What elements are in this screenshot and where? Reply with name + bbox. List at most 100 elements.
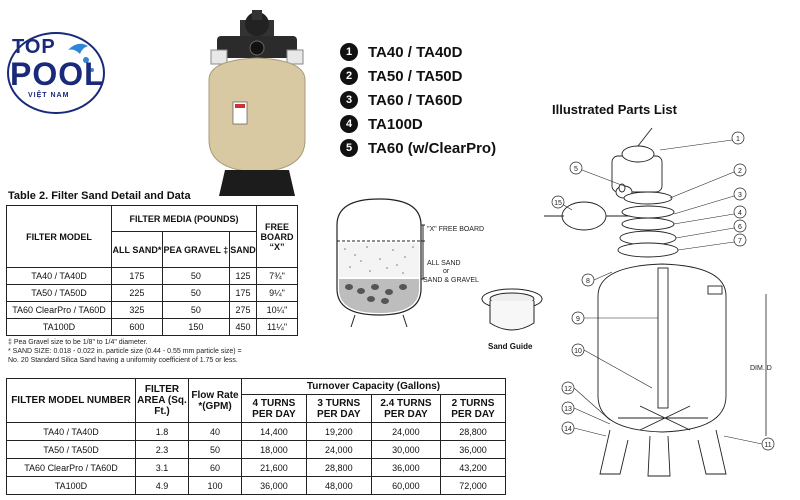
cell: 100 xyxy=(188,476,242,495)
cell: 40 xyxy=(188,422,242,441)
col-header-pea-gravel: PEA GRAVEL ‡ xyxy=(161,231,230,268)
model-label: TA40 / TA40D xyxy=(368,43,463,61)
filter-sand-table: FILTER MODEL FILTER MEDIA (POUNDS) FREE … xyxy=(6,205,298,336)
model-label: TA60 (w/ClearPro) xyxy=(368,139,497,157)
logo-text-vietnam: VIỆT NAM xyxy=(28,92,70,99)
cell: 3.1 xyxy=(135,458,189,477)
model-number-badge: 2 xyxy=(340,67,358,85)
cell: 125 xyxy=(228,267,258,285)
sand-level-diagram: "X" FREE BOARD ALL SAND or SAND & GRAVEL xyxy=(336,198,484,328)
col-header-3-turns: 3 TURNS PER DAY xyxy=(305,394,372,423)
cell: TA60 ClearPro / TA60D xyxy=(6,458,136,477)
turnover-capacity-table: FILTER MODEL NUMBER FILTER AREA (Sq. Ft.… xyxy=(6,378,506,495)
cell: TA50 / TA50D xyxy=(6,284,112,302)
part-number-14: 14 xyxy=(564,426,572,433)
part-number-8: 8 xyxy=(586,278,590,285)
model-number-badge: 3 xyxy=(340,91,358,109)
cell: 28,800 xyxy=(440,422,506,441)
part-number-9: 9 xyxy=(576,316,580,323)
cell: TA50 / TA50D xyxy=(6,440,136,459)
note-sand-size: * SAND SIZE: 0.018 - 0.022 in. particle … xyxy=(8,348,242,355)
col-header-filter-area: FILTER AREA (Sq. Ft.) xyxy=(135,378,189,423)
part-number-1: 1 xyxy=(736,136,740,143)
top-pool-logo: TOP POOL VIỆT NAM xyxy=(6,30,106,116)
part-number-4: 4 xyxy=(738,210,742,217)
all-sand-label: ALL SAND xyxy=(427,260,461,267)
cell: 225 xyxy=(111,284,163,302)
sand-gravel-label: SAND & GRAVEL xyxy=(423,277,479,284)
cell: 325 xyxy=(111,301,163,319)
model-label: TA100D xyxy=(368,115,423,133)
table2-title: Table 2. Filter Sand Detail and Data xyxy=(8,190,191,202)
cell: TA40 / TA40D xyxy=(6,267,112,285)
cell: 175 xyxy=(111,267,163,285)
parts-list-title: Illustrated Parts List xyxy=(552,102,677,117)
cell: 11¼" xyxy=(256,318,298,336)
logo-text-pool: POOL xyxy=(10,56,105,92)
cell: 28,800 xyxy=(305,458,372,477)
cell: 275 xyxy=(228,301,258,319)
col-header-filter-model: FILTER MODEL xyxy=(6,205,112,268)
col-header-filter-media: FILTER MEDIA (POUNDS) xyxy=(111,205,257,232)
col-header-turnover: Turnover Capacity (Gallons) xyxy=(241,378,506,395)
part-number-15: 15 xyxy=(554,200,562,207)
cell: TA100D xyxy=(6,476,136,495)
cell: 19,200 xyxy=(305,422,372,441)
cell: 36,000 xyxy=(241,476,307,495)
col-header-2-turns: 2 TURNS PER DAY xyxy=(440,394,506,423)
col-header-all-sand: ALL SAND* xyxy=(111,231,163,268)
model-number-badge: 4 xyxy=(340,115,358,133)
sand-guide-image xyxy=(481,288,543,331)
dim-d-label: DIM. D xyxy=(750,365,772,372)
cell: 175 xyxy=(228,284,258,302)
part-number-7: 7 xyxy=(738,238,742,245)
cell: 21,600 xyxy=(241,458,307,477)
or-label: or xyxy=(443,268,450,275)
cell: 10¼" xyxy=(256,301,298,319)
col-header-flow-rate: Flow Rate *(GPM) xyxy=(188,378,242,423)
cell: 600 xyxy=(111,318,163,336)
model-number-badge: 5 xyxy=(340,139,358,157)
model-item: 5 TA60 (w/ClearPro) xyxy=(340,136,540,160)
cell: 18,000 xyxy=(241,440,307,459)
cell: 9¼" xyxy=(256,284,298,302)
col-header-2-4-turns: 2.4 TURNS PER DAY xyxy=(370,394,442,423)
note-pea-gravel: ‡ Pea Gravel size to be 1/8" to 1/4" dia… xyxy=(8,339,148,346)
sand-filter-product-image xyxy=(208,10,306,196)
cell: 450 xyxy=(228,318,258,336)
cell: TA40 / TA40D xyxy=(6,422,136,441)
cell: 50 xyxy=(161,284,230,302)
model-item: 3 TA60 / TA60D xyxy=(340,88,540,112)
cell: 36,000 xyxy=(440,440,506,459)
cell: TA100D xyxy=(6,318,112,336)
cell: 14,400 xyxy=(241,422,307,441)
cell: 7¾" xyxy=(256,267,298,285)
cell: 60 xyxy=(188,458,242,477)
col-header-sand: SAND xyxy=(228,231,258,268)
part-number-10: 10 xyxy=(574,348,582,355)
sand-guide-label: Sand Guide xyxy=(488,342,533,351)
cell: 36,000 xyxy=(370,458,442,477)
cell: 150 xyxy=(161,318,230,336)
col-header-4-turns: 4 TURNS PER DAY xyxy=(241,394,307,423)
part-number-5: 5 xyxy=(574,166,578,173)
table-notes: ‡ Pea Gravel size to be 1/8" to 1/4" dia… xyxy=(8,338,308,365)
cell: 50 xyxy=(161,301,230,319)
logo-splash-icon xyxy=(7,32,105,114)
cell: TA60 ClearPro / TA60D xyxy=(6,301,112,319)
cell: 43,200 xyxy=(440,458,506,477)
cell: 72,000 xyxy=(440,476,506,495)
model-item: 4 TA100D xyxy=(340,112,540,136)
free-board-label: "X" FREE BOARD xyxy=(427,226,484,233)
model-label: TA60 / TA60D xyxy=(368,91,463,109)
logo-text-top: TOP xyxy=(12,36,56,58)
cell: 60,000 xyxy=(370,476,442,495)
